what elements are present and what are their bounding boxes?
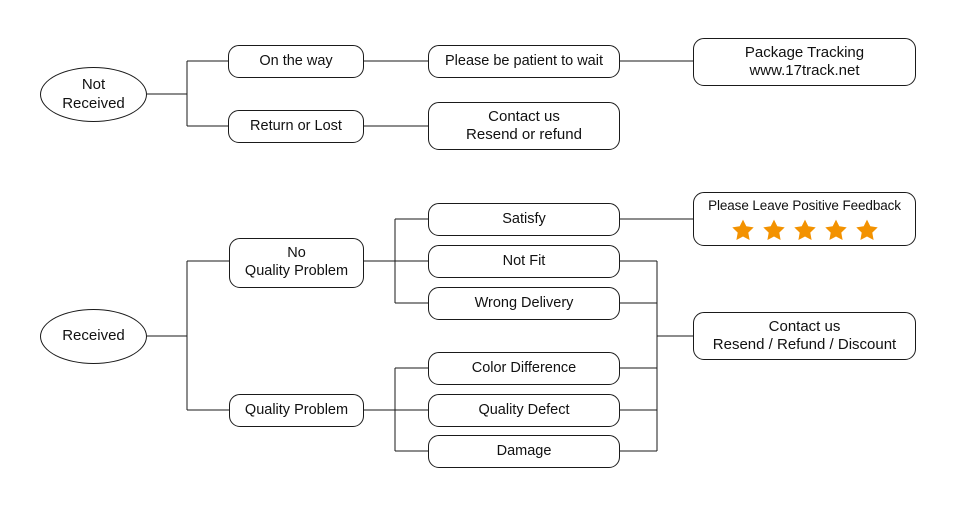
node-quality-defect[interactable]: Quality Defect (428, 394, 620, 427)
node-label: Wrong Delivery (474, 294, 574, 311)
node-contact-resend-refund-discount[interactable]: Contact us Resend / Refund / Discount (693, 312, 916, 360)
feedback-text: Please Leave Positive Feedback (708, 198, 901, 214)
node-label: On the way (259, 52, 333, 69)
node-quality-problem[interactable]: Quality Problem (229, 394, 364, 427)
node-color-difference[interactable]: Color Difference (428, 352, 620, 385)
node-label: Contact us Resend / Refund / Discount (712, 317, 897, 353)
node-label: Color Difference (471, 359, 577, 376)
star-icon[interactable] (793, 218, 817, 242)
node-on-the-way[interactable]: On the way (228, 45, 364, 78)
star-rating[interactable] (731, 218, 879, 242)
node-damage[interactable]: Damage (428, 435, 620, 468)
node-label: Contact us Resend or refund (466, 107, 582, 143)
node-label: Not Received (62, 76, 125, 112)
star-icon[interactable] (731, 218, 755, 242)
node-label: Package Tracking www.17track.net (744, 43, 865, 79)
node-label: Damage (496, 442, 552, 459)
node-label: Return or Lost (250, 117, 342, 134)
node-label: Quality Defect (478, 401, 570, 418)
node-satisfy[interactable]: Satisfy (428, 203, 620, 236)
node-contact-resend-or-refund[interactable]: Contact us Resend or refund (428, 102, 620, 150)
node-package-tracking[interactable]: Package Tracking www.17track.net (693, 38, 916, 86)
star-icon[interactable] (824, 218, 848, 242)
node-not-fit[interactable]: Not Fit (428, 245, 620, 278)
node-please-be-patient[interactable]: Please be patient to wait (428, 45, 620, 78)
node-received[interactable]: Received (40, 309, 147, 364)
node-no-quality-problem[interactable]: No Quality Problem (229, 238, 364, 288)
node-label: Quality Problem (244, 401, 349, 418)
star-icon[interactable] (762, 218, 786, 242)
node-positive-feedback[interactable]: Please Leave Positive Feedback (693, 192, 916, 246)
node-label: No Quality Problem (244, 245, 349, 279)
node-label: Please be patient to wait (445, 52, 603, 69)
node-not-received[interactable]: Not Received (40, 67, 147, 122)
star-icon[interactable] (855, 218, 879, 242)
node-label: Not Fit (502, 252, 546, 269)
node-return-or-lost[interactable]: Return or Lost (228, 110, 364, 143)
node-label: Received (62, 327, 125, 345)
node-wrong-delivery[interactable]: Wrong Delivery (428, 287, 620, 320)
node-label: Satisfy (502, 210, 546, 227)
